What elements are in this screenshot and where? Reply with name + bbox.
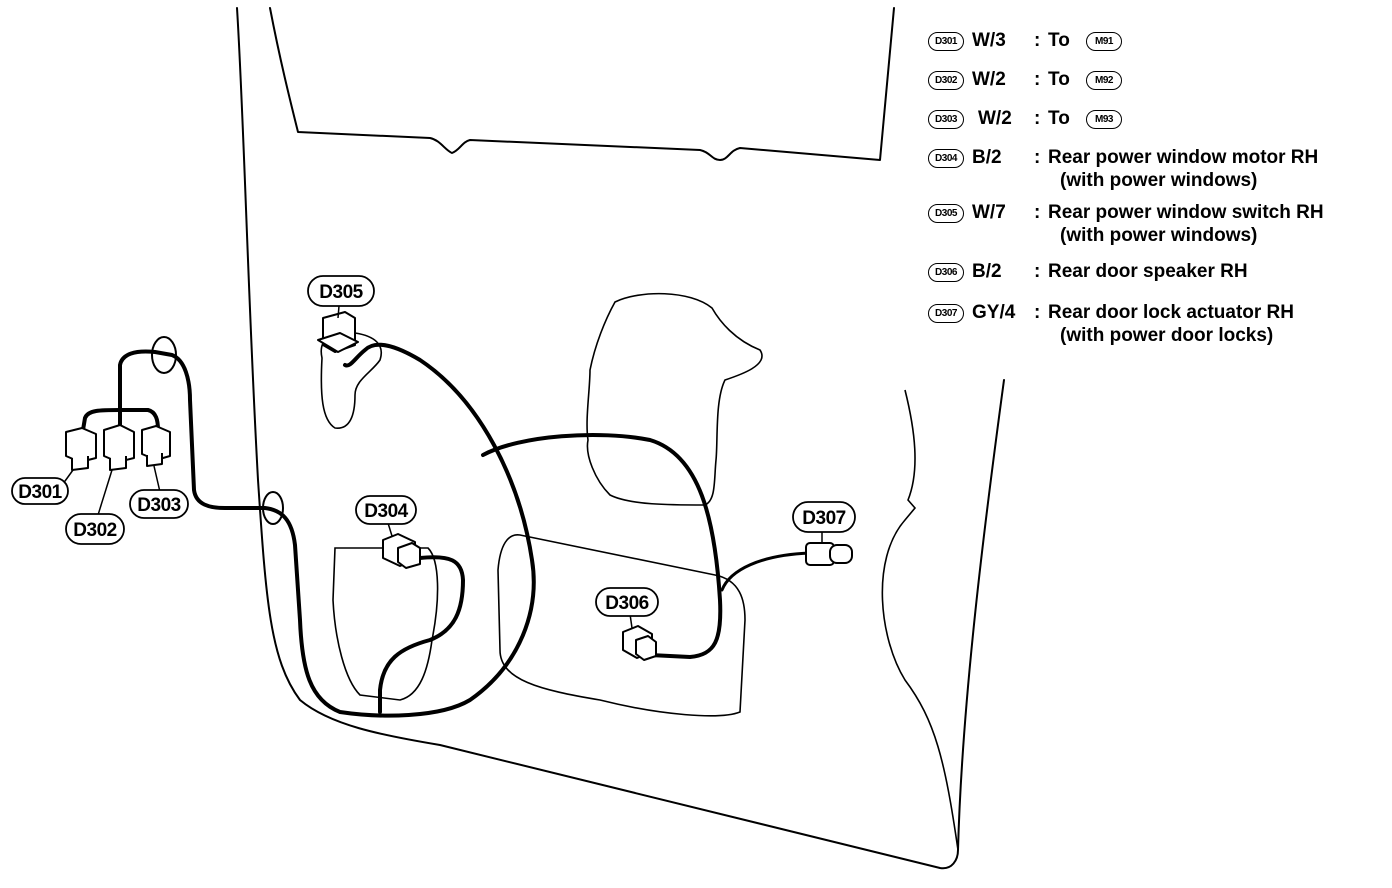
legend-wire: GY/4: [972, 302, 1016, 323]
callout-d305-text: D305: [319, 282, 363, 303]
callout-d302: D302: [65, 513, 125, 545]
legend-colon: :: [1034, 69, 1041, 90]
inner-cavity-outline: [586, 292, 763, 506]
legend-code-tag: D306: [928, 263, 964, 282]
connector-d303: [141, 425, 171, 467]
connector-d305: [317, 311, 359, 353]
legend-desc: To: [1048, 69, 1070, 90]
legend-wire: W/2: [972, 69, 1006, 90]
legend-code-tag: D304: [928, 149, 964, 168]
door-inner-edge: [881, 389, 959, 851]
harness-d304-branch: [378, 555, 465, 714]
callout-d305: D305: [307, 275, 375, 307]
leader-d302: [97, 469, 113, 516]
legend-code-tag: D302: [928, 71, 964, 90]
legend-target-tag: M92: [1086, 71, 1122, 90]
callout-d303-text: D303: [137, 495, 180, 516]
connector-d302: [103, 424, 135, 471]
callout-d304-text: D304: [364, 501, 408, 522]
harness-d306-branch: [481, 433, 723, 659]
leader-d304: [387, 522, 393, 537]
speaker-box-outline: [497, 534, 746, 717]
connector-d304: [382, 533, 421, 569]
legend-target-tag: M91: [1086, 32, 1122, 51]
legend-desc: Rear power window motor RH: [1048, 147, 1319, 168]
harness-d307-branch: [720, 551, 812, 592]
callout-d307-text: D307: [802, 508, 845, 529]
callout-d306-text: D306: [605, 593, 648, 614]
legend-wire: W/2: [978, 108, 1012, 129]
callout-d306: D306: [595, 587, 659, 617]
legend-desc: Rear door speaker RH: [1048, 261, 1248, 282]
legend-wire: B/2: [972, 147, 1002, 168]
harness-d301-d303-branch: [81, 408, 160, 432]
legend-code-tag: D307: [928, 304, 964, 323]
harness-main: [118, 342, 536, 718]
callout-d301: D301: [11, 477, 69, 505]
legend-desc-note: (with power windows): [1060, 170, 1258, 191]
connector-d301: [65, 427, 97, 471]
legend-wire: W/3: [972, 30, 1006, 51]
legend-wire: W/7: [972, 202, 1006, 223]
legend-desc: To: [1048, 30, 1070, 51]
motor-panel-outline: [332, 547, 439, 701]
callout-d303: D303: [129, 489, 189, 519]
legend-target-tag: M93: [1086, 110, 1122, 129]
legend-desc: Rear door lock actuator RH: [1048, 302, 1294, 323]
legend-desc-note: (with power door locks): [1060, 325, 1274, 346]
callout-d307: D307: [792, 501, 856, 533]
legend-colon: :: [1034, 202, 1041, 223]
leader-d303: [153, 465, 161, 493]
callout-d302-text: D302: [73, 520, 116, 541]
legend-desc: To: [1048, 108, 1070, 129]
legend-desc-note: (with power windows): [1060, 225, 1258, 246]
legend-colon: :: [1034, 261, 1041, 282]
legend-colon: :: [1034, 147, 1041, 168]
legend-code-tag: D303: [928, 110, 964, 129]
window-sill-line: [269, 7, 895, 161]
legend-code-tag: D305: [928, 204, 964, 223]
legend-colon: :: [1034, 30, 1041, 51]
callout-d301-text: D301: [18, 482, 62, 503]
legend-colon: :: [1034, 108, 1041, 129]
door-panel-outline: [236, 7, 1005, 870]
connector-d307: [805, 542, 853, 566]
legend-code-tag: D301: [928, 32, 964, 51]
legend-desc: Rear power window switch RH: [1048, 202, 1324, 223]
connector-d306: [622, 625, 657, 661]
legend-colon: :: [1034, 302, 1041, 323]
leader-d305: [337, 305, 340, 319]
callout-d304: D304: [355, 495, 417, 525]
legend-wire: B/2: [972, 261, 1002, 282]
